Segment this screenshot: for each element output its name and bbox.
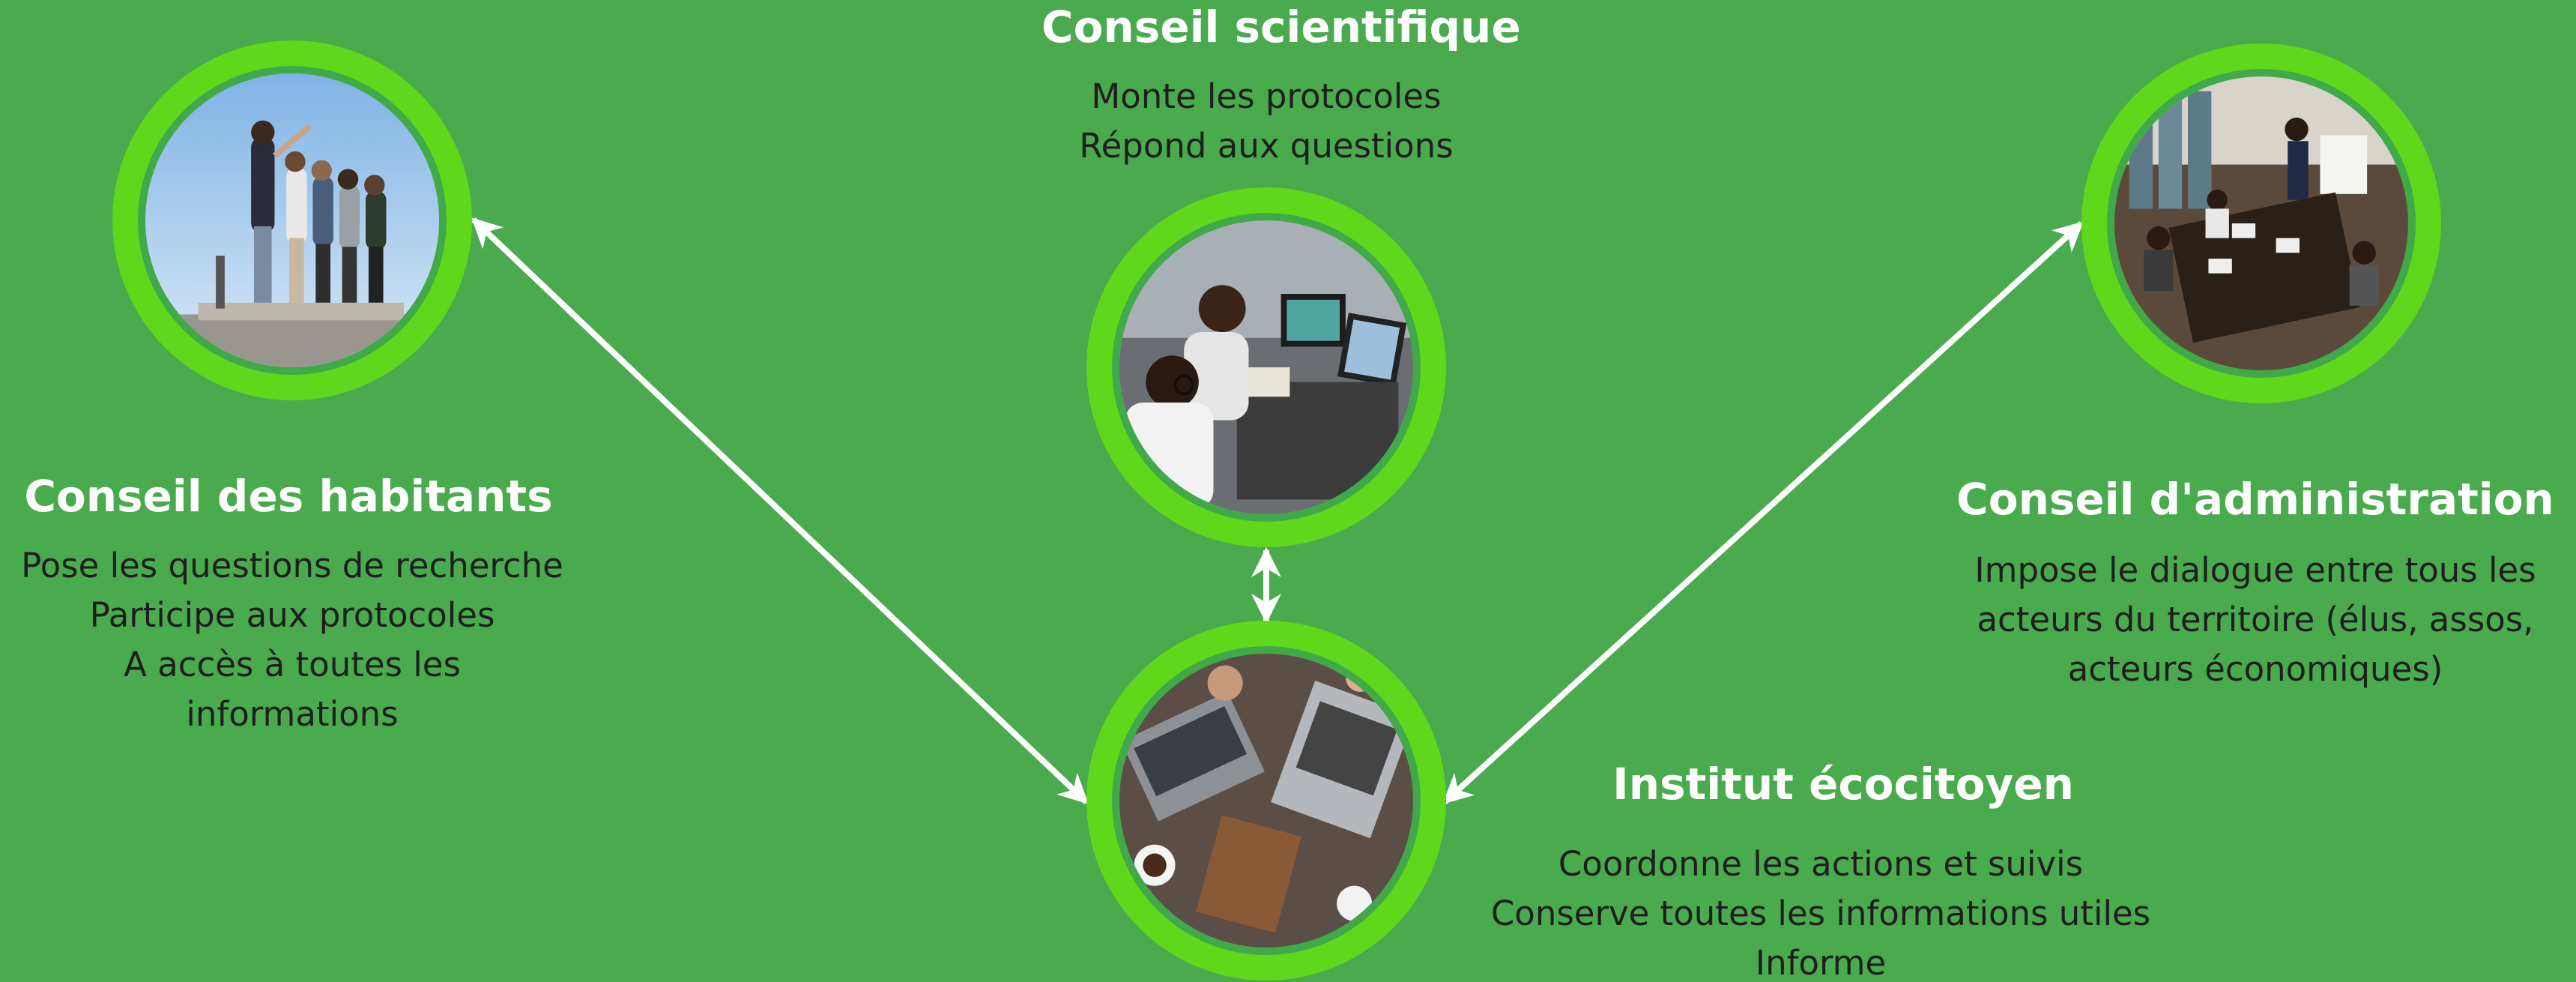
desc-line: Coordonne les actions et suivis bbox=[1558, 844, 2084, 884]
title-institut: Institut écocitoyen bbox=[1612, 759, 2074, 810]
desc-line: A accès à toutes les bbox=[124, 645, 461, 684]
meeting-room-photo bbox=[2114, 76, 2408, 370]
node-scientifique bbox=[1086, 187, 1446, 547]
node-habitants bbox=[112, 40, 472, 400]
desc-line: Répond aux questions bbox=[1079, 126, 1454, 166]
laptops-desk-photo bbox=[1119, 654, 1413, 948]
node-institut bbox=[1086, 621, 1446, 981]
title-scientifique: Conseil scientifique bbox=[1041, 1, 1521, 52]
desc-line: acteurs du territoire (élus, assos, bbox=[1977, 600, 2534, 639]
group-on-rooftop-photo bbox=[145, 73, 439, 367]
desc-line: Conserve toutes les informations utiles bbox=[1490, 894, 2151, 933]
arrow-administration-institut bbox=[1442, 221, 2084, 804]
title-habitants: Conseil des habitants bbox=[24, 471, 553, 522]
title-administration: Conseil d'administration bbox=[1956, 474, 2554, 525]
desc-line: Participe aux protocoles bbox=[89, 595, 495, 635]
desc-habitants: Pose les questions de recherche Particip… bbox=[0, 541, 584, 739]
node-administration bbox=[2081, 43, 2441, 403]
desc-line: Monte les protocoles bbox=[1091, 76, 1442, 116]
lab-researchers-photo bbox=[1119, 220, 1413, 514]
desc-line: Impose le dialogue entre tous les bbox=[1974, 550, 2536, 590]
desc-administration: Impose le dialogue entre tous les acteur… bbox=[1948, 546, 2563, 694]
desc-line: acteurs économiques) bbox=[2067, 649, 2443, 689]
desc-line: Pose les questions de recherche bbox=[21, 546, 563, 585]
desc-line: informations bbox=[186, 694, 399, 734]
arrow-habitants-institut bbox=[471, 217, 1089, 804]
desc-line: Informe bbox=[1755, 943, 1887, 981]
desc-institut: Coordonne les actions et suivis Conserve… bbox=[1446, 840, 2195, 981]
desc-scientifique: Monte les protocoles Répond aux question… bbox=[967, 72, 1566, 171]
